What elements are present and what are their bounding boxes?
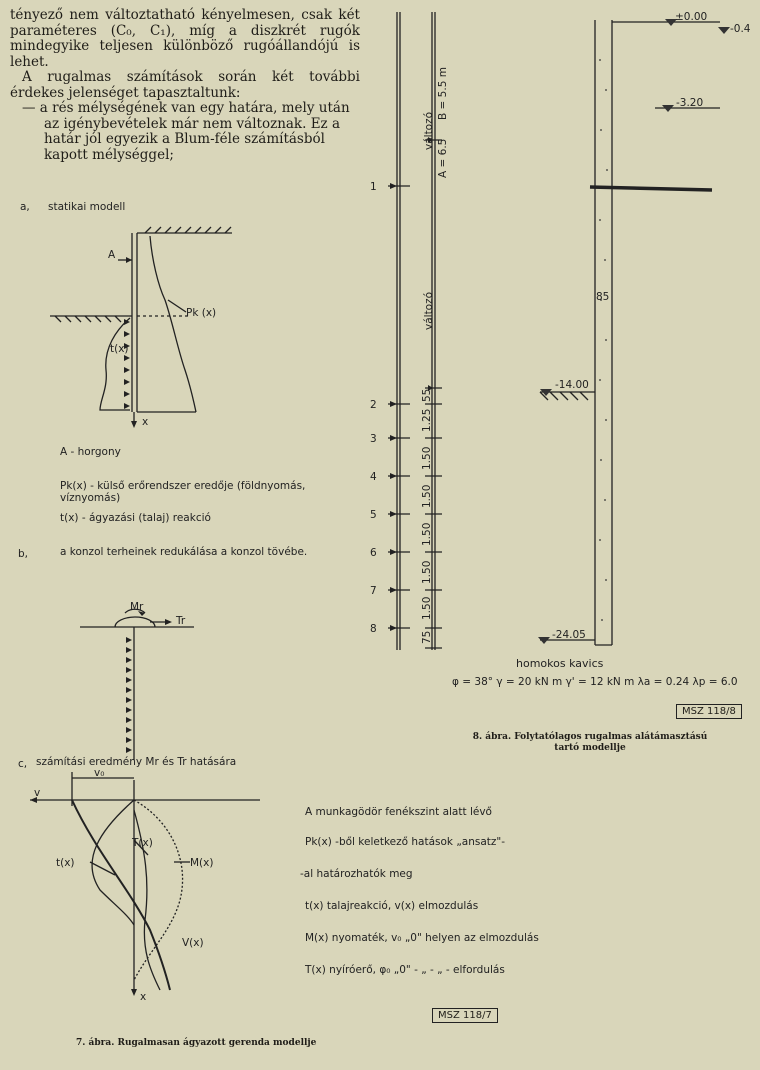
- fig-a-title: statikai modell: [48, 201, 125, 213]
- dim-last: 75: [421, 631, 433, 644]
- fig-c-eredmeny: [30, 772, 260, 991]
- dim-B-label: B = 5.5 m: [437, 67, 449, 120]
- legend-anchor: A - horgony: [60, 446, 121, 458]
- Vx-label: V(x): [182, 937, 204, 949]
- fig-b-konzol: [80, 608, 194, 760]
- pk-label: Pk (x): [186, 307, 216, 319]
- Mx-label: M(x): [190, 857, 213, 869]
- dim-row-5: 1.50: [421, 485, 433, 508]
- note-line-6: T(x) nyíróerő, φ₀ „0" - „ - „ - elfordul…: [305, 964, 505, 976]
- fig-b-label: b,: [18, 548, 29, 560]
- row-num-8: 8: [370, 623, 377, 635]
- note-line-3: -al határozhatók meg: [300, 868, 413, 880]
- msz-118-7-badge: MSZ 118/7: [432, 1008, 498, 1023]
- valtozo2-label: változó: [423, 292, 435, 330]
- bullet-list: — a rés mélységének van egy határa, mely…: [10, 100, 360, 163]
- mr-label: Mr: [130, 601, 144, 613]
- Tx-label: T(x): [131, 837, 153, 849]
- wall-width-85: 85: [596, 291, 609, 303]
- soil-params: φ = 38° γ = 20 kN m γ' = 12 kN m λa = 0.…: [452, 676, 738, 688]
- dim-row-2: 55: [421, 389, 433, 402]
- fig-a-statikai-modell: [50, 226, 232, 424]
- level-0-4: -0.4: [730, 23, 751, 35]
- fig-c-label: c,: [18, 758, 28, 770]
- note-line-2: Pk(x) -ből keletkező hatások „ansatz"-: [305, 836, 506, 848]
- fig7-caption: 7. ábra. Rugalmasan ágyazott gerenda mod…: [76, 1038, 317, 1048]
- tr-label: Tr: [175, 615, 186, 627]
- row-num-4: 4: [370, 471, 377, 483]
- x2-axis-label: x: [140, 991, 146, 1003]
- soil-label: homokos kavics: [516, 657, 604, 670]
- legend-tx: t(x) - ágyazási (talaj) reakció: [60, 512, 211, 524]
- fig-c-text: számítási eredmény Mr és Tr hatására: [36, 756, 237, 768]
- row-num-7: 7: [370, 585, 377, 597]
- row-num-3: 3: [370, 433, 377, 445]
- level-24-05: -24.05: [552, 629, 586, 641]
- level-0: ±0.00: [675, 11, 707, 23]
- row-num-6: 6: [370, 547, 377, 559]
- note-line-4: t(x) talajreakció, v(x) elmozdulás: [305, 900, 479, 912]
- dim-row-6: 1.50: [421, 523, 433, 546]
- paragraph-2: A rugalmas számítások során két további …: [10, 69, 360, 101]
- v0-label: v₀: [94, 767, 104, 779]
- x-axis-label: x: [142, 416, 148, 428]
- note-line-1: A munkagödör fenékszint alatt lévő: [305, 806, 492, 818]
- valtozo1-label: változó: [423, 112, 435, 150]
- body-text: tényező nem változtatható kényelmesen, c…: [10, 7, 360, 163]
- fig-a-label: a,: [20, 201, 30, 213]
- tx-label: t(x): [110, 343, 129, 355]
- anchor-label: A: [108, 249, 116, 261]
- dim-row-8: 1.50: [421, 597, 433, 620]
- paragraph-1: tényező nem változtatható kényelmesen, c…: [10, 7, 360, 70]
- note-line-5: M(x) nyomaték, v₀ „0" helyen az elmozdul…: [305, 932, 539, 944]
- dim-row-3: 1.25: [421, 409, 433, 432]
- fig-b-text: a konzol terheinek redukálása a konzol t…: [60, 546, 308, 558]
- fig8-rods: [388, 12, 442, 650]
- row-num-2: 2: [370, 399, 377, 411]
- fig8-caption: 8. ábra. Folytatólagos rugalmas alátámas…: [472, 732, 708, 753]
- row-num-1: 1: [370, 181, 377, 193]
- dim-row-7: 1.50: [421, 561, 433, 584]
- legend-pk: Pk(x) - külső erőrendszer eredője (földn…: [60, 480, 306, 504]
- dim-A-label: A = 6.5: [437, 139, 449, 178]
- tx2-label: t(x): [56, 857, 75, 869]
- msz-118-8-badge: MSZ 118/8: [676, 704, 742, 719]
- v-label: v: [34, 787, 40, 799]
- row-num-5: 5: [370, 509, 377, 521]
- level-14-00: -14.00: [555, 379, 589, 391]
- level-3-20: -3.20: [676, 97, 703, 109]
- bullet-item: — a rés mélységének van egy határa, mely…: [22, 100, 350, 163]
- fig8-wall: [539, 20, 720, 646]
- dim-row-4: 1.50: [421, 447, 433, 470]
